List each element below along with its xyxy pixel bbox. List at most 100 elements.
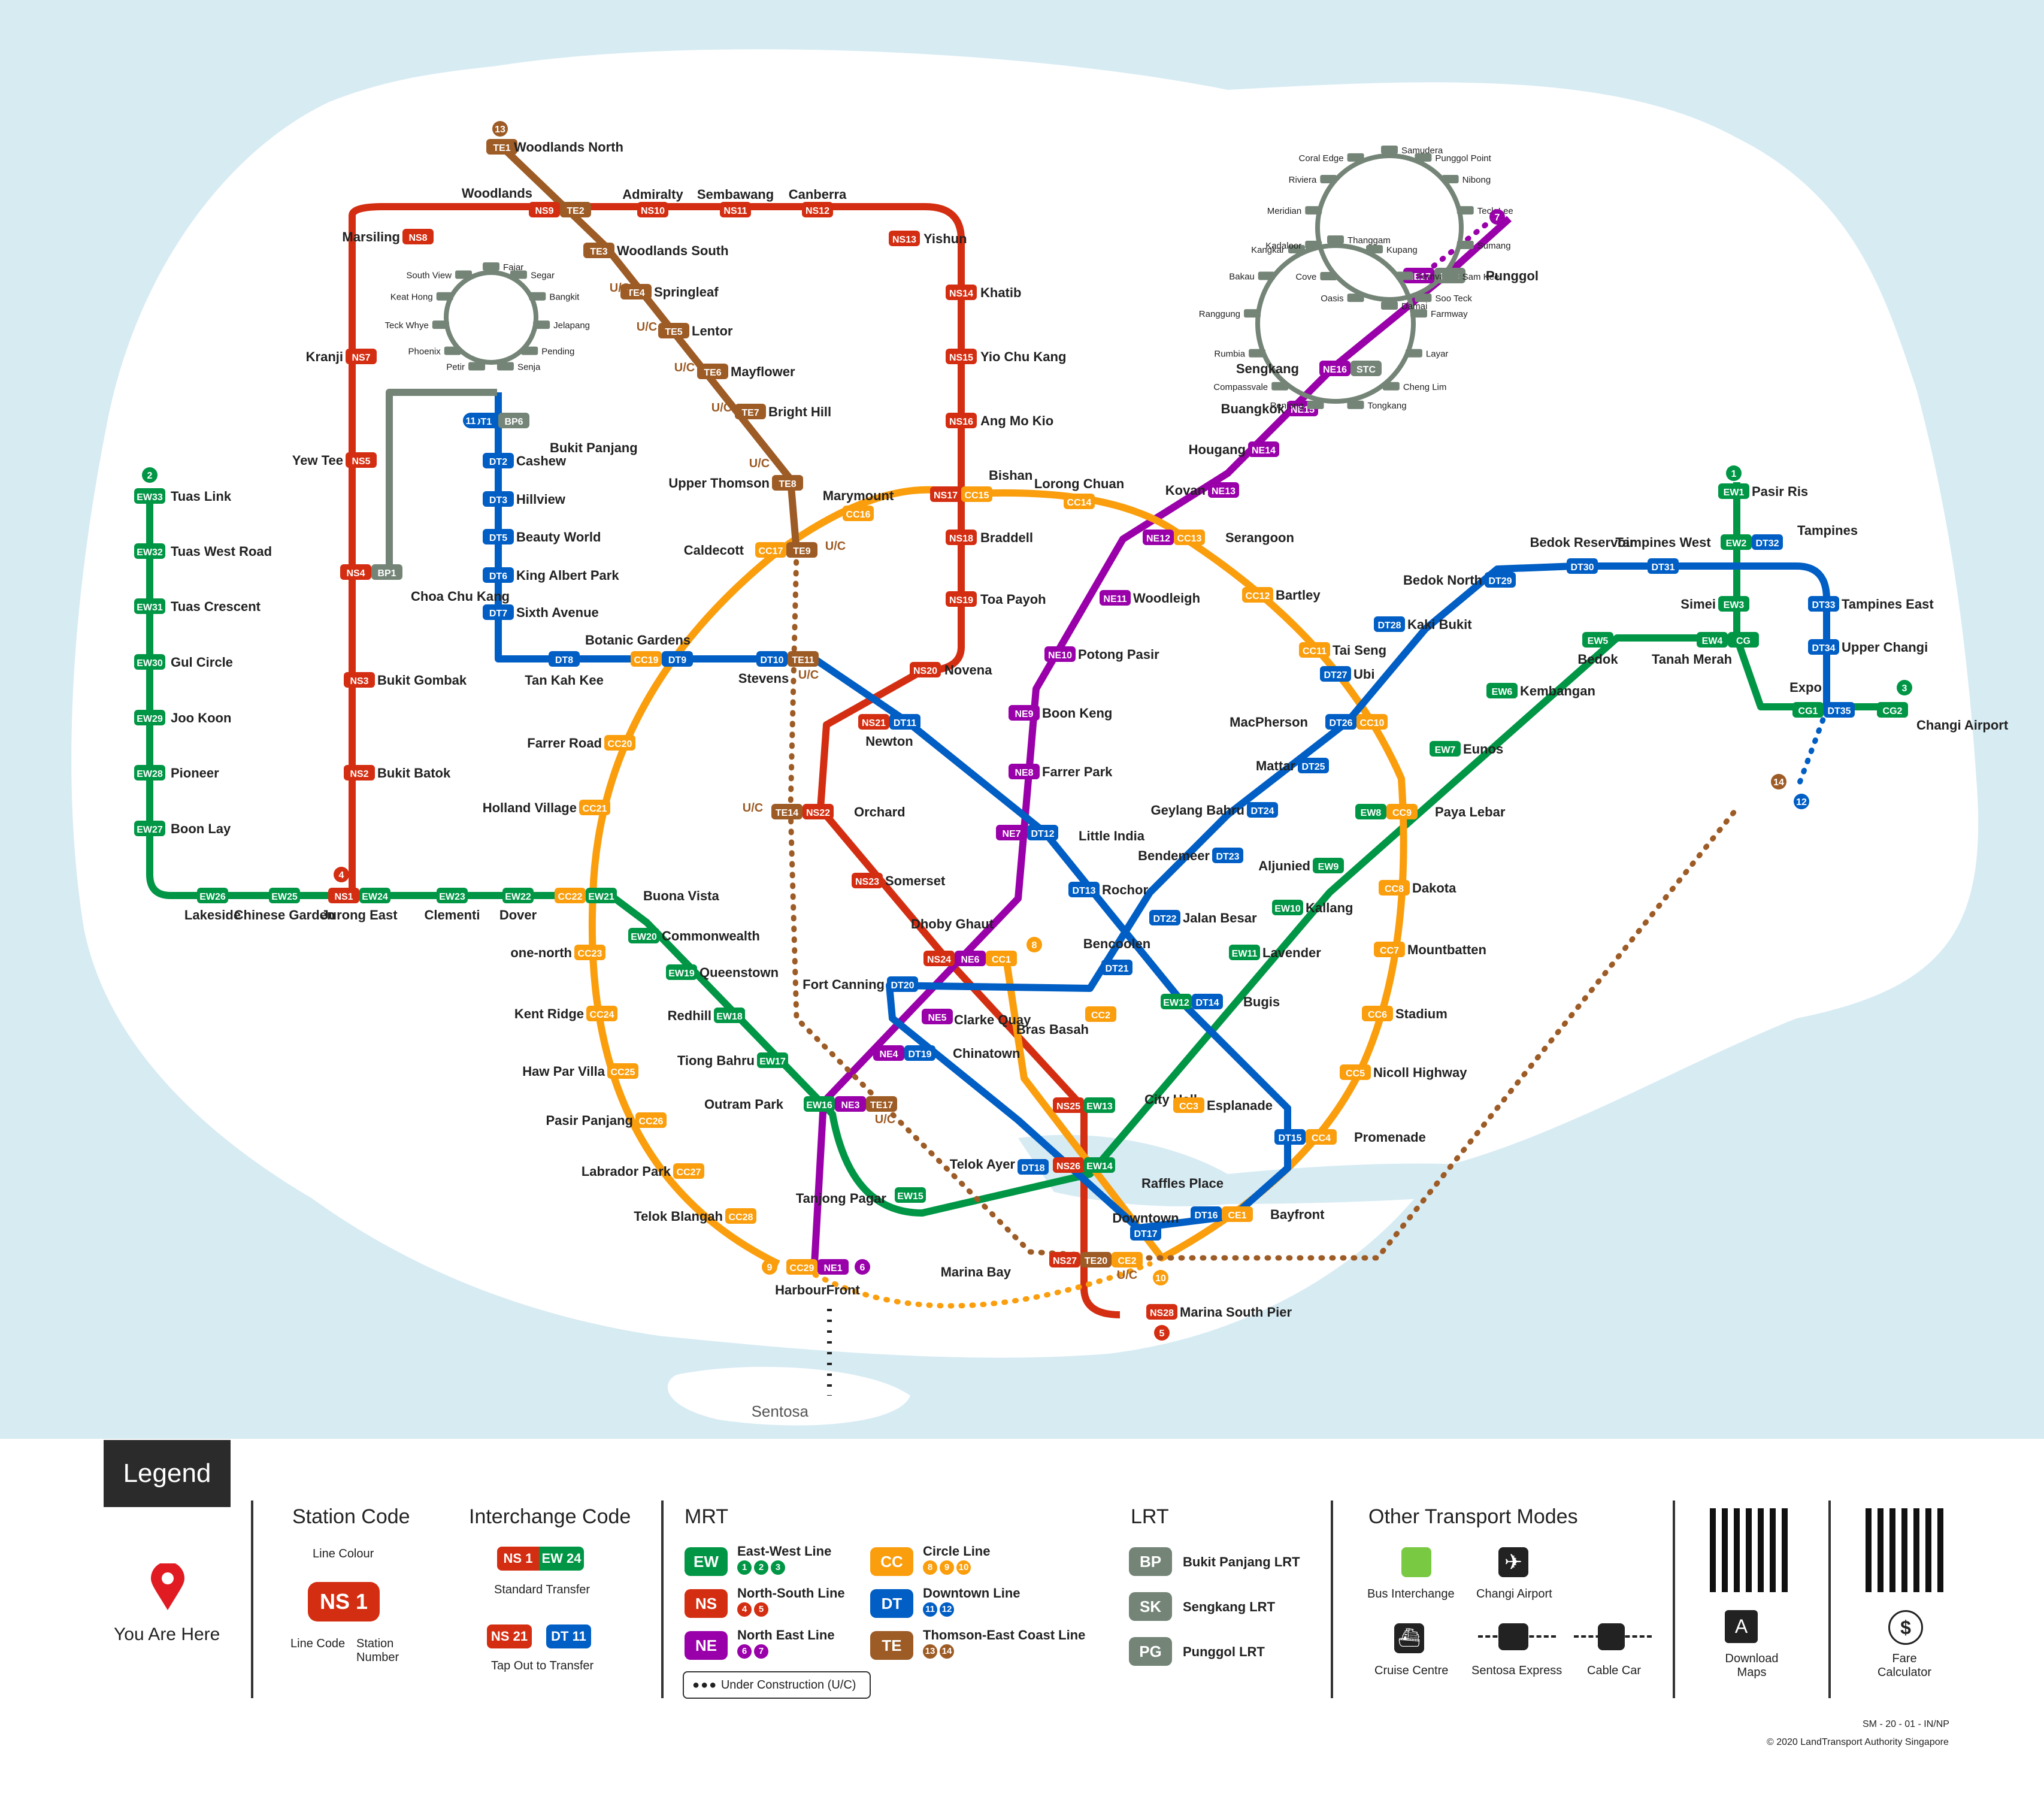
station-joo-koon[interactable]: EW29Joo Koon xyxy=(134,710,231,725)
station-hougang[interactable]: NE14Hougang xyxy=(1189,441,1279,457)
station-boon-keng[interactable]: NE9Boon Keng xyxy=(1009,705,1112,721)
station-woodlands-south[interactable]: TE3Woodlands South xyxy=(583,243,729,258)
station-khatib[interactable]: NS14Khatib xyxy=(946,285,1021,300)
fare-calculator-label[interactable]: Fare Calculator xyxy=(1875,1652,1934,1680)
fare-calculator-qr-icon[interactable] xyxy=(1866,1508,1949,1592)
download-maps-label[interactable]: Download Maps xyxy=(1722,1652,1782,1680)
station-tampines-east[interactable]: DT33Tampines East xyxy=(1808,596,1934,612)
station-sentosa[interactable]: Sentosa xyxy=(752,1402,809,1420)
station-name: Kembangan xyxy=(1520,683,1595,698)
station-code-text: EW10 xyxy=(1274,904,1301,914)
station-rochor[interactable]: DT13Rochor xyxy=(1068,882,1148,897)
station-name: Bugis xyxy=(1243,994,1280,1009)
station-code-text: NS5 xyxy=(352,456,370,467)
station-aljunied[interactable]: EW9Aljunied xyxy=(1258,858,1344,873)
lrt-station-badge xyxy=(1305,241,1322,249)
station-woodlands-north[interactable]: TE1Woodlands North xyxy=(486,139,623,155)
station-upper-changi[interactable]: DT34Upper Changi xyxy=(1808,639,1928,655)
uc-label: U/C xyxy=(749,457,770,470)
station-code-text: DT16 xyxy=(1194,1211,1218,1221)
station-code-text: DT34 xyxy=(1812,643,1835,654)
station-name: Dhoby Ghaut xyxy=(911,916,994,931)
station-pasir-panjang[interactable]: CC26Pasir Panjang xyxy=(546,1112,667,1128)
station-code-text: EW12 xyxy=(1163,998,1189,1008)
line-number-badge: 6 xyxy=(737,1644,752,1659)
station-eunos[interactable]: EW7Eunos xyxy=(1430,741,1503,757)
station-code-text: EW27 xyxy=(137,825,163,835)
station-mattar[interactable]: DT25Mattar xyxy=(1256,758,1329,773)
station-bartley[interactable]: CC12Bartley xyxy=(1242,587,1321,603)
dollar-icon: $ xyxy=(1888,1610,1923,1645)
mrt-line-numbers: 8910 xyxy=(923,1560,973,1575)
station-name: Braddell xyxy=(980,530,1033,545)
station-name: Ubi xyxy=(1353,667,1374,682)
station-yio-chu-kang[interactable]: NS15Yio Chu Kang xyxy=(946,349,1066,364)
legend-divider xyxy=(1331,1500,1333,1698)
station-bukit-gombak[interactable]: NS3Bukit Gombak xyxy=(344,672,467,688)
lrt-station-badge xyxy=(1305,206,1322,214)
station-code-text: CC3 xyxy=(1179,1102,1198,1112)
station-lentor[interactable]: TE5Lentor xyxy=(658,323,733,338)
download-maps-qr-icon[interactable] xyxy=(1710,1508,1794,1592)
